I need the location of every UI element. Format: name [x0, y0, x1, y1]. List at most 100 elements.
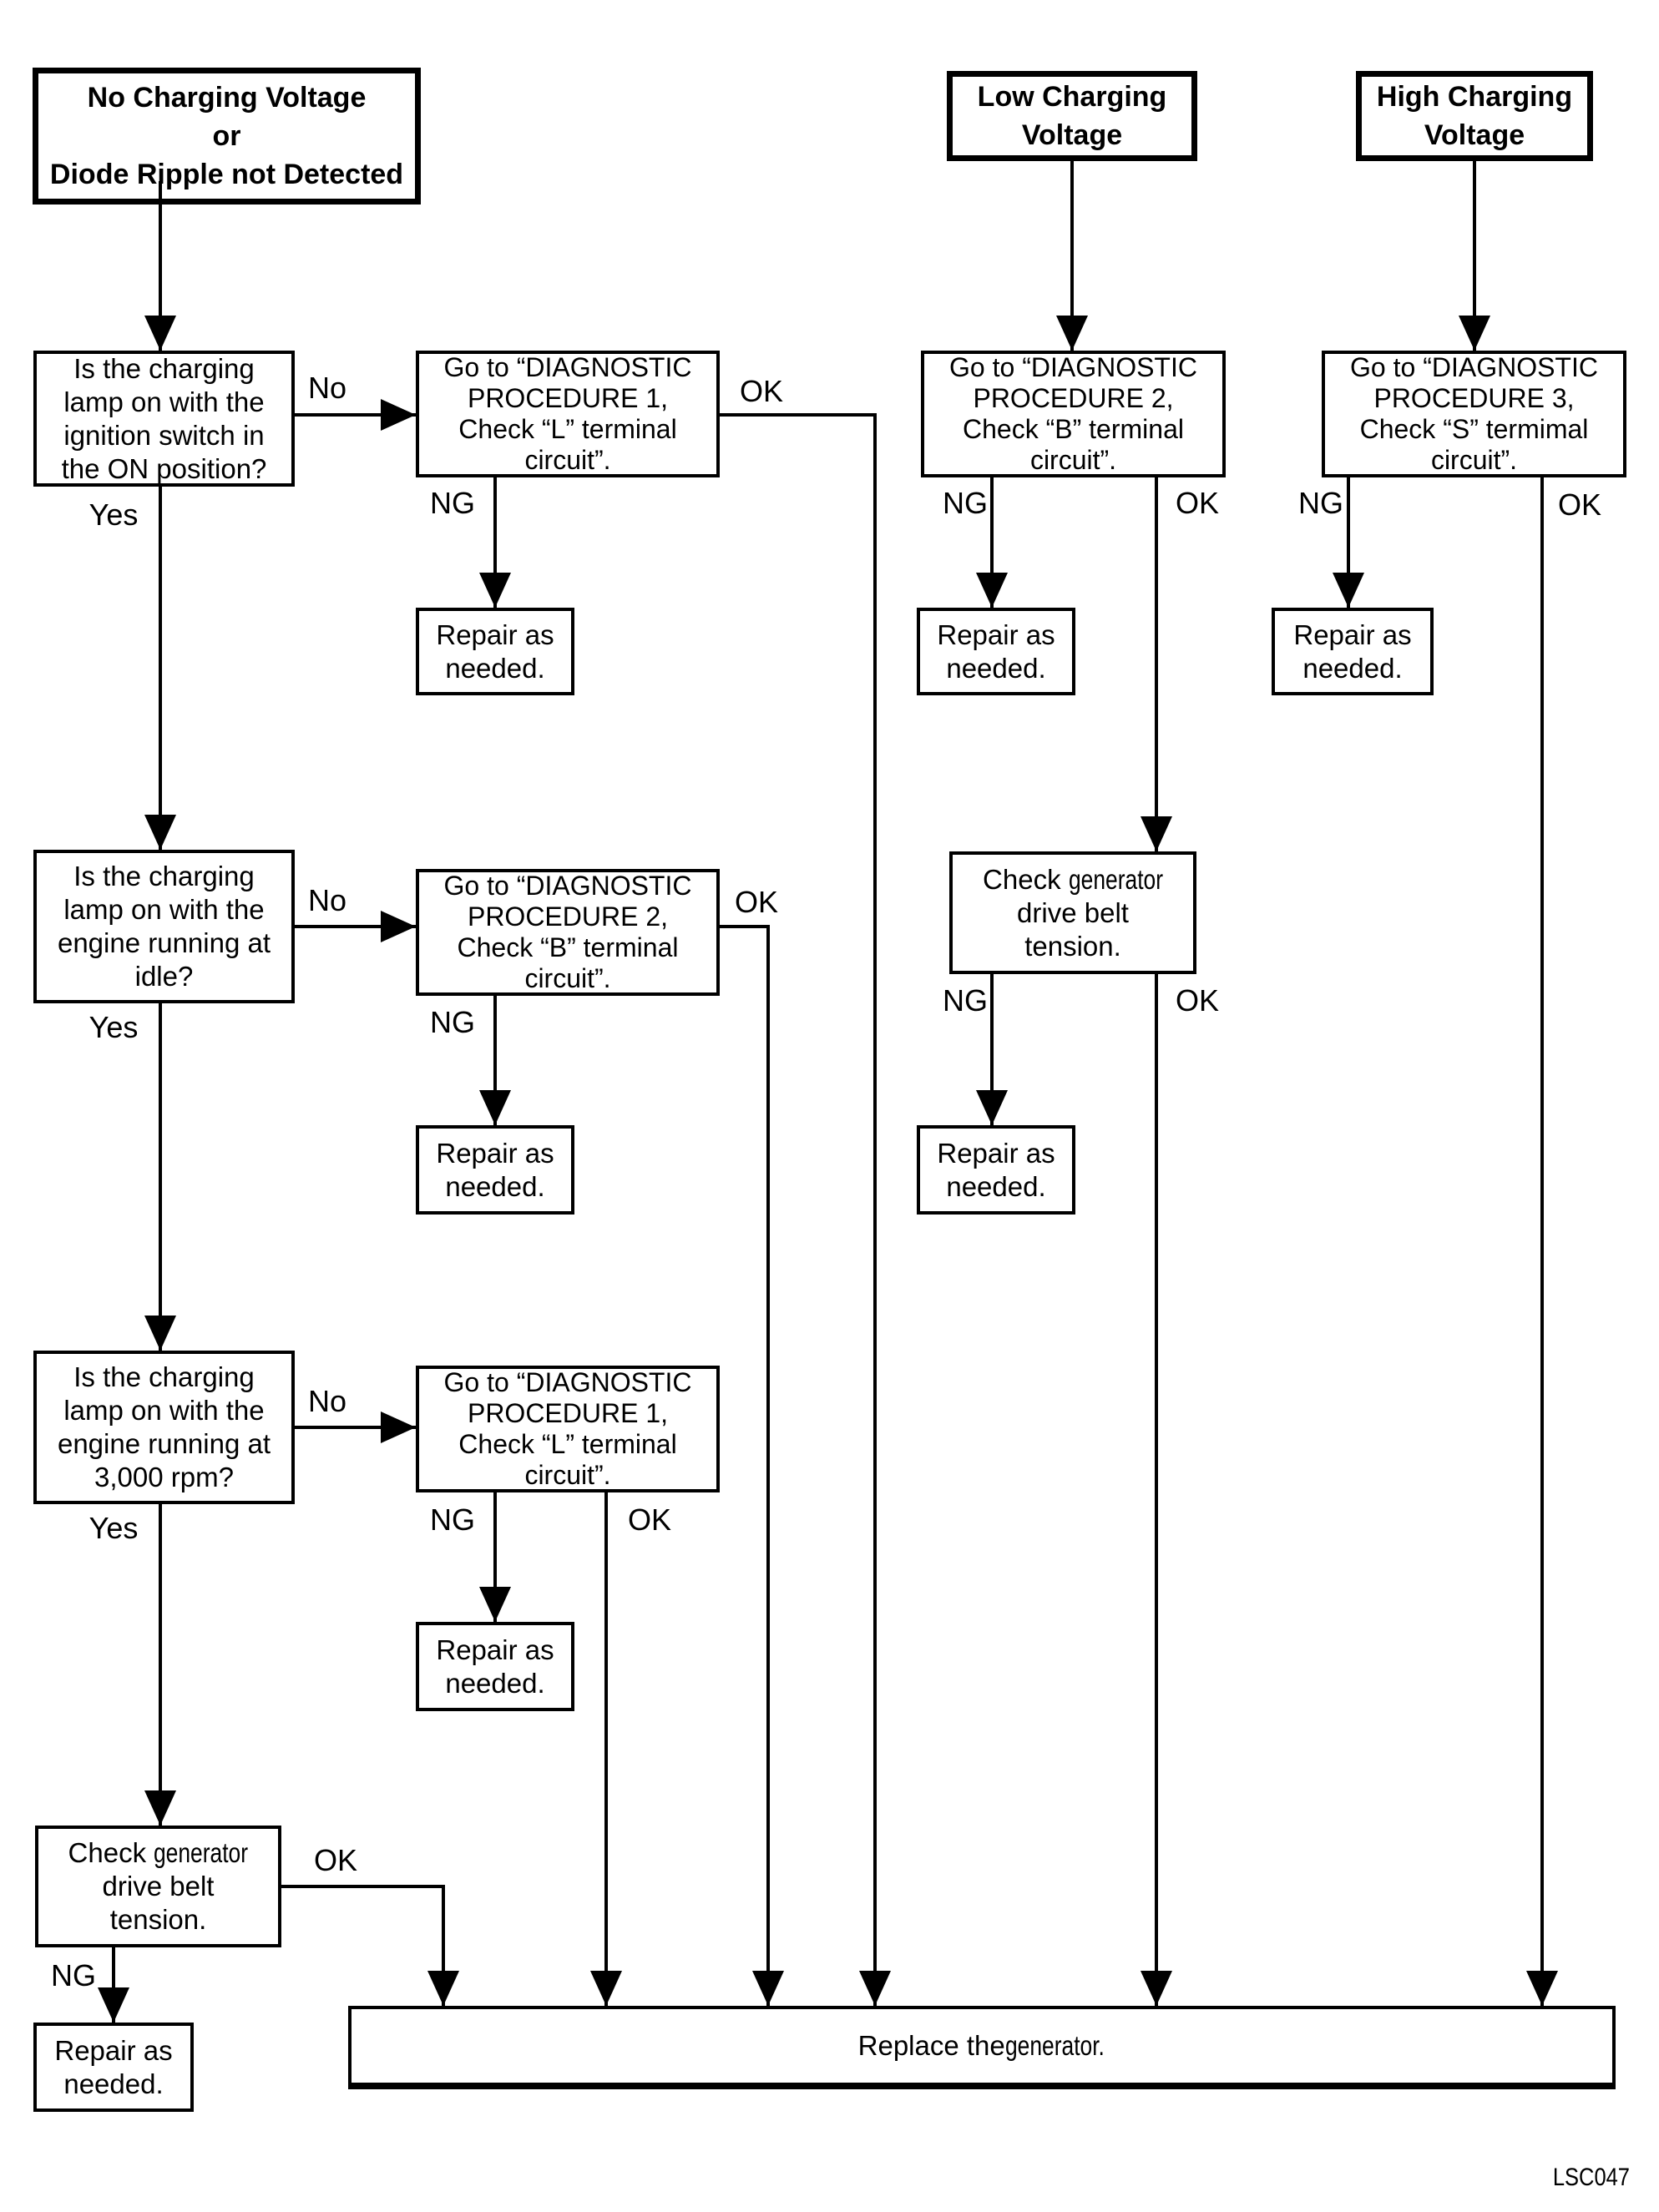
- flow-line: [1473, 161, 1476, 351]
- decision-line: engine running at: [57, 1428, 271, 1459]
- decision-lamp-engine-idle: Is the charging lamp on with the engine …: [33, 850, 295, 1003]
- check-line: Check generator: [983, 863, 1163, 896]
- flow-line-ok: [1155, 477, 1158, 851]
- flow-line: [1070, 161, 1074, 351]
- arrowhead-down-icon: [144, 316, 176, 351]
- procedure1-L-terminal-row1: Go to “DIAGNOSTIC PROCEDURE 1, Check “L”…: [416, 351, 720, 477]
- arrowhead-down-icon: [1333, 573, 1364, 608]
- label-ng: NG: [1298, 486, 1343, 520]
- header-low-charging-voltage: Low Charging Voltage: [947, 71, 1197, 161]
- decision-line: idle?: [134, 961, 194, 992]
- arrowhead-down-icon: [1141, 816, 1172, 851]
- arrowhead-right-icon: [381, 911, 416, 942]
- procedure2-B-terminal-row2: Go to “DIAGNOSTIC PROCEDURE 2, Check “B”…: [416, 869, 720, 996]
- flow-line-ng: [990, 974, 994, 1125]
- flow-line-ok: [720, 925, 770, 928]
- flow-line-ok: [442, 1886, 445, 2006]
- check-word: Check: [68, 1837, 154, 1868]
- flow-line: [159, 181, 162, 351]
- check-line: tension.: [109, 1904, 207, 1935]
- flow-line-yes3: [159, 1504, 162, 1826]
- decision-line: ignition switch in: [63, 419, 265, 451]
- flow-line-no1: [295, 413, 416, 417]
- decision-lamp-engine-3000rpm: Is the charging lamp on with the engine …: [33, 1351, 295, 1504]
- label-ok: OK: [313, 1843, 357, 1877]
- repair-box-row2-low: Repair as needed.: [917, 1125, 1075, 1215]
- repair-box-row1-left: Repair as needed.: [416, 608, 574, 695]
- flow-line-ng: [1347, 477, 1350, 608]
- repair-box-row1-low: Repair as needed.: [917, 608, 1075, 695]
- check-belt-tension-leftcol: Check generator drive belt tension.: [35, 1826, 281, 1947]
- flow-line-ok: [766, 927, 770, 2006]
- check-line: tension.: [1024, 930, 1121, 962]
- arrowhead-down-icon: [479, 1090, 511, 1125]
- repair-line: needed.: [63, 2068, 164, 2099]
- check-word: Check: [983, 863, 1069, 895]
- label-ok: OK: [1175, 983, 1219, 1018]
- procedure-line: Check “L” terminal: [458, 414, 677, 444]
- repair-line: needed.: [445, 1170, 545, 1202]
- label-ng: NG: [51, 1958, 96, 1992]
- label-ng: NG: [943, 486, 988, 520]
- arrowhead-down-icon: [1526, 1971, 1558, 2006]
- decision-line: lamp on with the: [63, 1395, 265, 1426]
- arrowhead-down-icon: [859, 1971, 891, 2006]
- flow-line-ng: [493, 1492, 497, 1622]
- repair-line: Repair as: [937, 1137, 1055, 1169]
- check-word-narrow: generator: [154, 1837, 249, 1868]
- repair-line: needed.: [946, 1170, 1046, 1202]
- header-high-charging-voltage: High Charging Voltage: [1356, 71, 1593, 161]
- flow-line-yes1: [159, 487, 162, 850]
- repair-line: Repair as: [937, 619, 1055, 650]
- flow-line-ok: [604, 1492, 608, 2006]
- header-line: or: [212, 120, 241, 152]
- flow-line-ng: [990, 477, 994, 608]
- label-ng: NG: [430, 1502, 475, 1537]
- label-no: No: [307, 1384, 347, 1418]
- repair-line: Repair as: [436, 1634, 554, 1665]
- procedure1-L-terminal-row3: Go to “DIAGNOSTIC PROCEDURE 1, Check “L”…: [416, 1366, 720, 1492]
- header-line: Voltage: [1424, 119, 1525, 151]
- decision-lamp-ignition-on: Is the charging lamp on with the ignitio…: [33, 351, 295, 487]
- procedure-line: Check “B” terminal: [457, 932, 679, 962]
- arrowhead-down-icon: [752, 1971, 784, 2006]
- repair-line: Repair as: [436, 1137, 554, 1169]
- repair-box-row2-left: Repair as needed.: [416, 1125, 574, 1215]
- repair-line: Repair as: [1293, 619, 1412, 650]
- replace-generator-bar: Replace the generator.: [348, 2006, 1616, 2089]
- flow-line-no3: [295, 1426, 416, 1429]
- label-ng: NG: [430, 1005, 475, 1039]
- decision-line: engine running at: [57, 927, 271, 958]
- repair-line: Repair as: [54, 2034, 173, 2066]
- procedure-line: PROCEDURE 1,: [467, 1398, 669, 1428]
- procedure-line: PROCEDURE 1,: [467, 383, 669, 413]
- flow-line-yes2: [159, 1003, 162, 1351]
- procedure-line: PROCEDURE 3,: [1373, 383, 1575, 413]
- arrowhead-down-icon: [144, 1316, 176, 1351]
- repair-line: needed.: [445, 1667, 545, 1699]
- header-line: Voltage: [1021, 119, 1123, 151]
- flow-line-ng: [112, 1947, 115, 2023]
- procedure-line: PROCEDURE 2,: [467, 901, 669, 932]
- flow-line-ng: [493, 996, 497, 1125]
- flow-line-ok: [281, 1885, 445, 1888]
- repair-line: Repair as: [436, 619, 554, 650]
- procedure-line: Go to “DIAGNOSTIC: [443, 352, 692, 382]
- check-line: drive belt: [1017, 896, 1129, 928]
- procedure-line: circuit”.: [524, 963, 611, 993]
- label-ok: OK: [627, 1502, 671, 1537]
- replace-text-narrow: generator.: [1004, 2030, 1105, 2061]
- decision-line: lamp on with the: [63, 894, 265, 925]
- arrowhead-down-icon: [1459, 316, 1490, 351]
- decision-line: 3,000 rpm?: [94, 1462, 234, 1492]
- flow-line-ok: [720, 413, 877, 417]
- arrowhead-down-icon: [976, 573, 1008, 608]
- header-line: High Charging: [1376, 81, 1573, 113]
- label-ng: NG: [430, 486, 475, 520]
- decision-line: the ON position?: [61, 452, 267, 484]
- procedure-line: circuit”.: [1029, 445, 1117, 475]
- procedure-line: Go to “DIAGNOSTIC: [443, 1367, 692, 1397]
- arrowhead-down-icon: [479, 1587, 511, 1622]
- arrowhead-down-icon: [590, 1971, 622, 2006]
